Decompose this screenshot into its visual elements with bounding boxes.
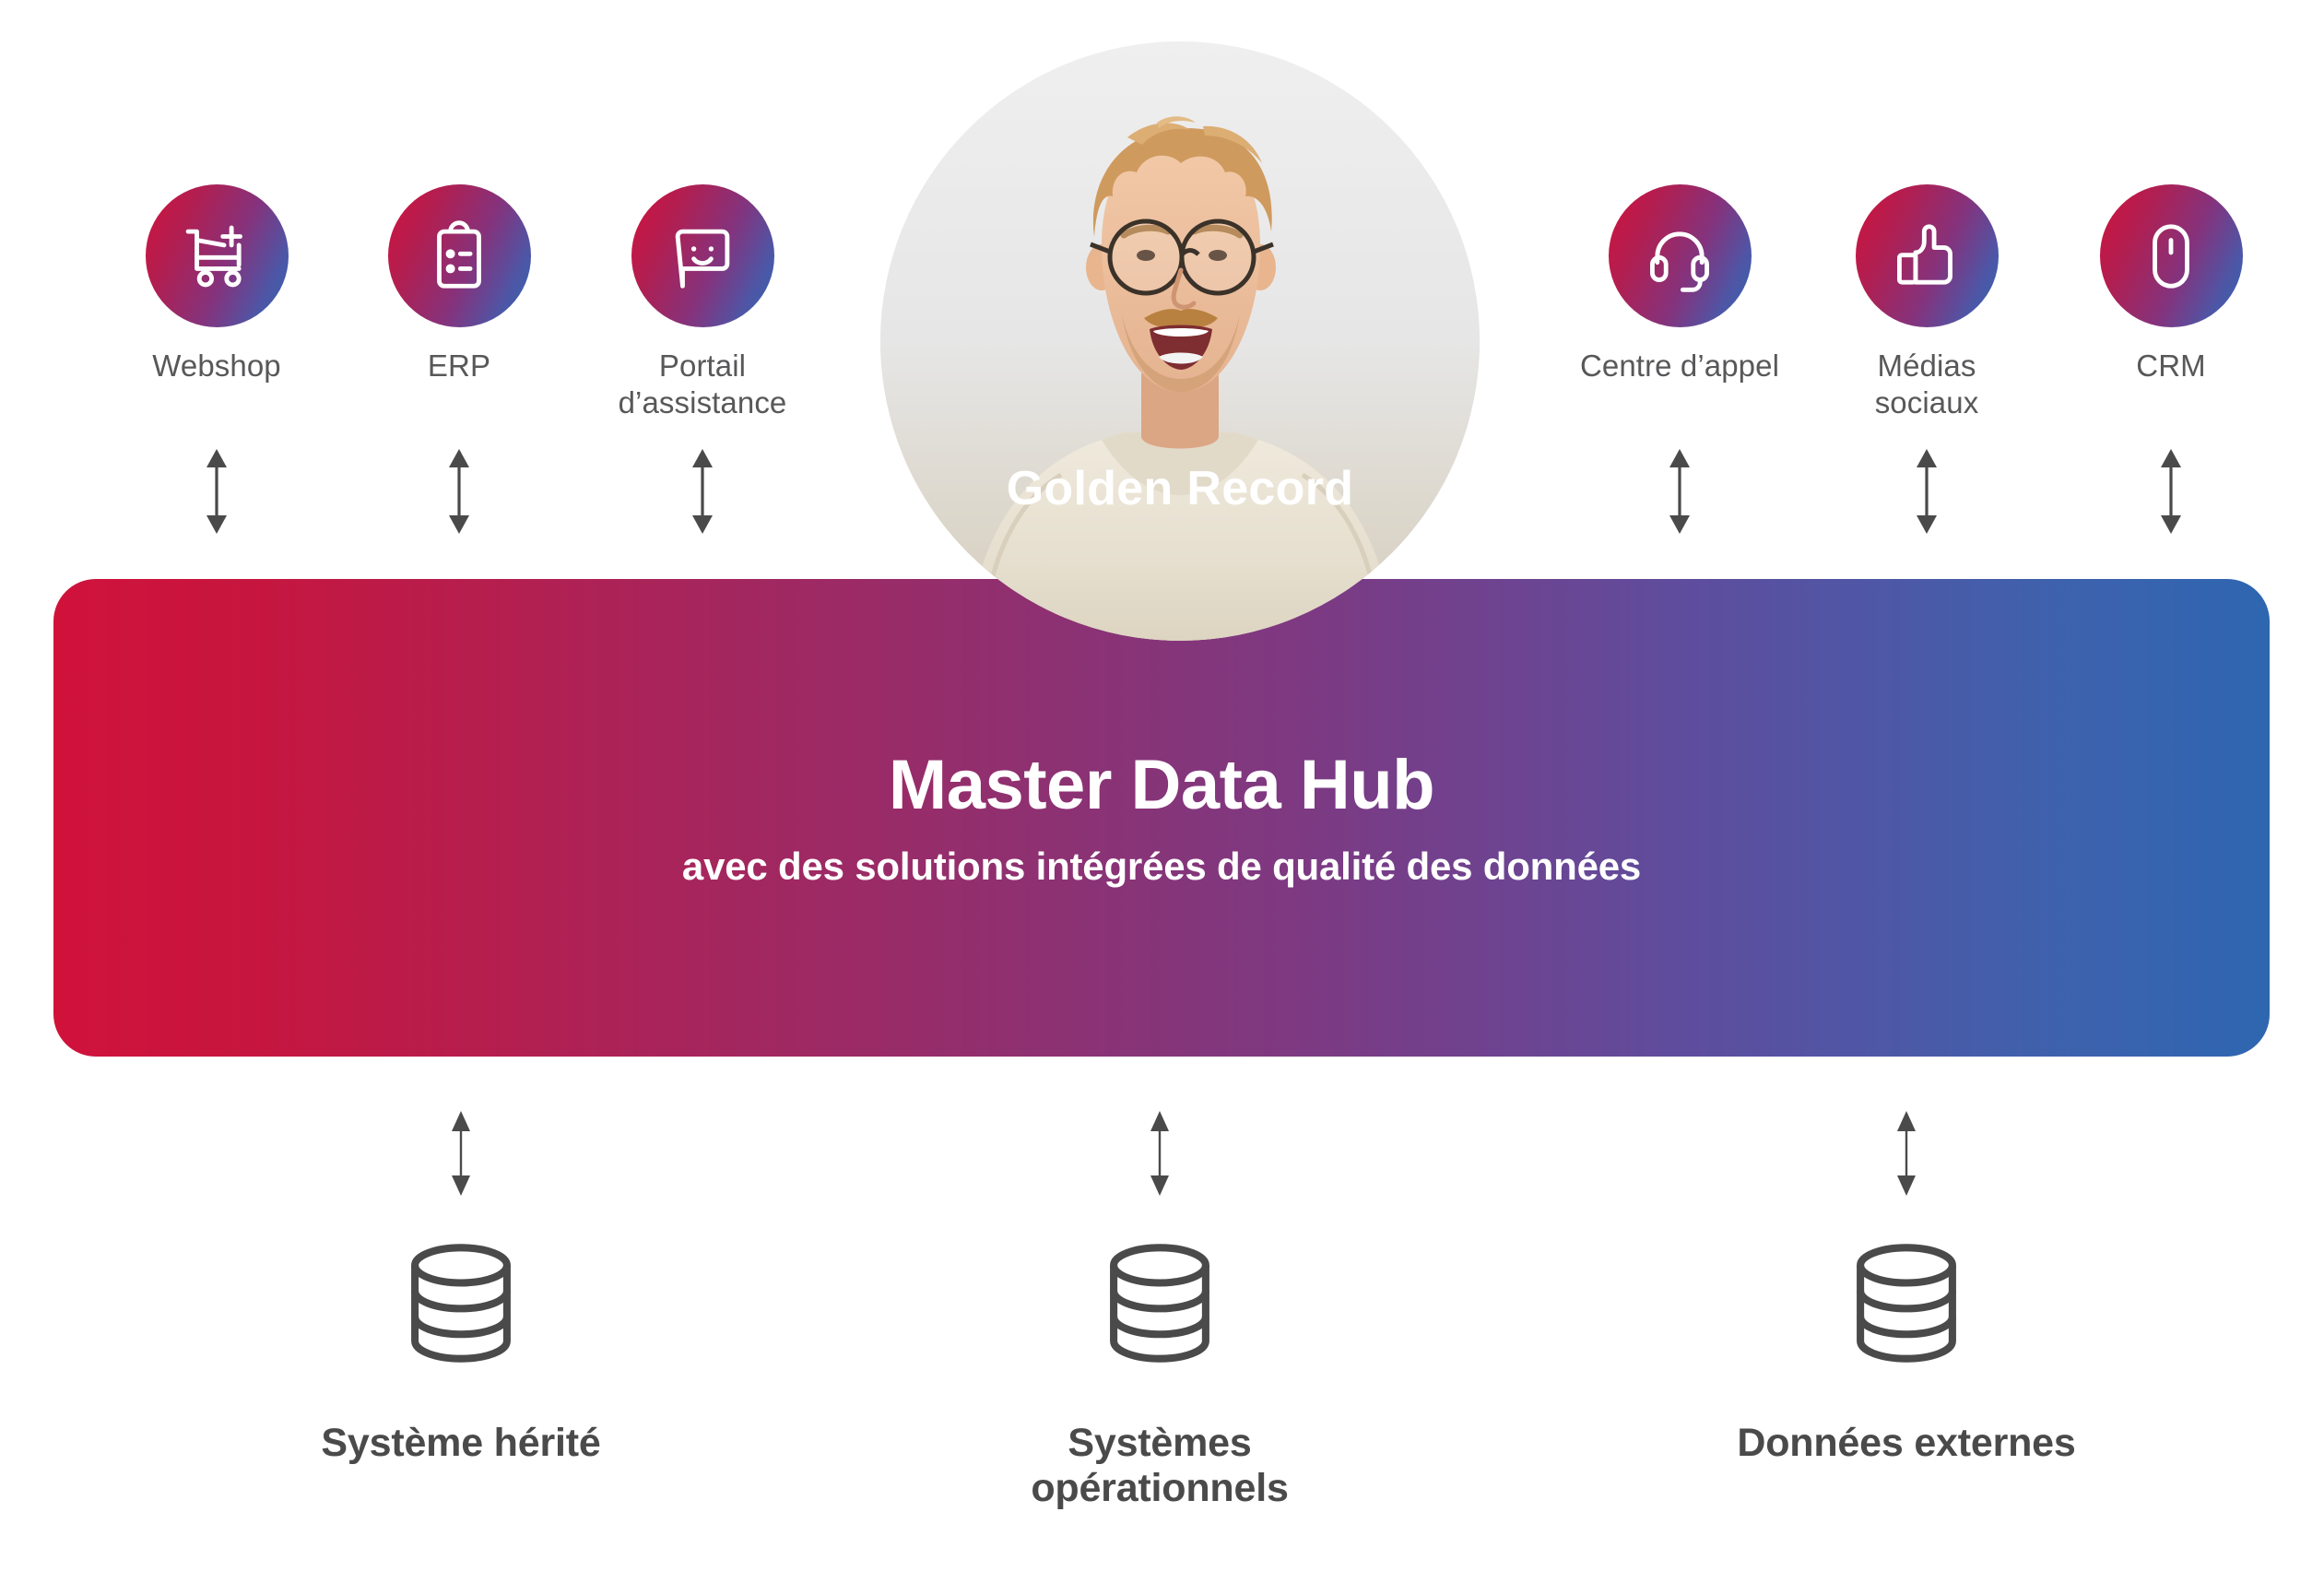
support-portal-bubble: [631, 184, 774, 327]
double-arrow-icon: [449, 449, 469, 534]
shopping-cart-plus-icon: [185, 225, 242, 287]
double-arrow-icon: [2161, 449, 2181, 534]
source-node-erp[interactable]: ERP: [358, 184, 560, 384]
legacy-system-icon-wrap: [392, 1241, 530, 1365]
mouse-icon: [2153, 223, 2189, 289]
double-arrow-icon: [206, 449, 227, 534]
connector-arrow-call-center: [1661, 449, 1698, 534]
double-arrow-icon: [452, 1111, 470, 1196]
operational-systems-icon-wrap: [1091, 1241, 1229, 1365]
double-arrow-icon: [1917, 449, 1937, 534]
master-data-hub-banner[interactable]: Master Data Hub avec des solutions intég…: [53, 579, 2270, 1057]
data-source-label: Systèmes opérationnels: [1031, 1421, 1289, 1510]
source-node-label: CRM: [2136, 348, 2206, 383]
hub-text-block: Master Data Hub avec des solutions intég…: [53, 750, 2270, 889]
data-source-operational-systems[interactable]: Systèmes opérationnels: [948, 1241, 1372, 1511]
crm-bubble: [2099, 184, 2243, 327]
golden-record-avatar[interactable]: Golden Record: [880, 41, 1480, 641]
source-node-crm[interactable]: CRM: [2070, 184, 2272, 384]
source-node-label: Centre d’appel: [1579, 348, 1780, 383]
hub-subtitle: avec des solutions intégrées de qualité …: [681, 845, 1642, 888]
hub-title: Master Data Hub: [888, 746, 1435, 824]
source-node-call-center[interactable]: Centre d’appel: [1578, 184, 1781, 384]
golden-record-label: Golden Record: [1006, 462, 1354, 515]
database-icon: [411, 1244, 511, 1363]
source-node-label: Médias sociaux: [1874, 348, 1979, 420]
erp-bubble: [387, 184, 531, 327]
connector-arrow-external-data: [1888, 1111, 1925, 1196]
connector-arrow-operational-systems: [1141, 1111, 1178, 1196]
data-source-external-data[interactable]: Données externes: [1694, 1241, 2118, 1466]
external-data-icon-wrap: [1837, 1241, 1976, 1365]
chat-smile-icon: [675, 229, 730, 289]
connector-arrow-webshop: [198, 449, 235, 534]
source-node-support-portal[interactable]: Portail d’assistance: [601, 184, 804, 422]
database-icon: [1857, 1244, 1956, 1363]
social-media-bubble: [1855, 184, 1999, 327]
data-source-legacy-system[interactable]: Système hérité: [249, 1241, 673, 1466]
double-arrow-icon: [1669, 449, 1690, 534]
webshop-bubble: [145, 184, 289, 327]
connector-arrow-legacy-system: [442, 1111, 479, 1196]
double-arrow-icon: [1897, 1111, 1916, 1196]
source-node-webshop[interactable]: Webshop: [115, 184, 318, 384]
headset-icon: [1650, 230, 1709, 292]
connector-arrow-erp: [441, 449, 478, 534]
connector-arrow-crm: [2153, 449, 2189, 534]
database-icon: [1110, 1244, 1209, 1363]
thumbs-up-icon: [1897, 223, 1952, 285]
data-source-label: Système hérité: [321, 1421, 601, 1465]
double-arrow-icon: [1150, 1111, 1169, 1196]
source-node-label: Webshop: [152, 348, 281, 383]
double-arrow-icon: [692, 449, 713, 534]
source-node-label: Portail d’assistance: [618, 348, 787, 420]
source-node-label: ERP: [427, 348, 491, 383]
connector-arrow-social-media: [1908, 449, 1945, 534]
smiling-man-with-glasses-photo: [880, 41, 1480, 641]
call-center-bubble: [1608, 184, 1752, 327]
source-node-social-media[interactable]: Médias sociaux: [1825, 184, 2028, 422]
connector-arrow-support-portal: [684, 449, 721, 534]
clipboard-list-icon: [437, 219, 481, 289]
data-source-label: Données externes: [1737, 1421, 2076, 1465]
